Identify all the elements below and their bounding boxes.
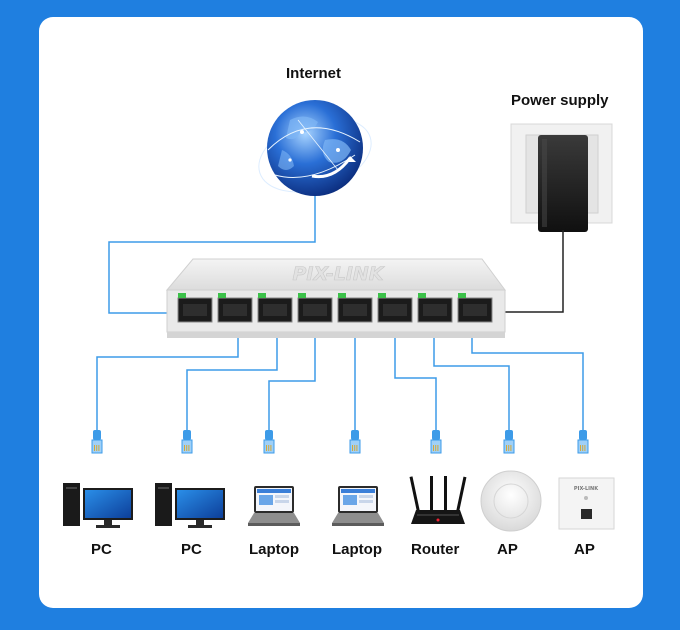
laptop-icon [248,486,300,526]
cable-ap-1 [433,322,510,430]
switch-ports [177,293,493,323]
internet-globe-icon [258,100,372,196]
switch-port [297,293,333,323]
router-icon [409,476,467,524]
port-led-icon [298,293,306,298]
switch-port [377,293,413,323]
switch-port [257,293,293,323]
wall-ap-icon: PIX-LINK [558,477,615,530]
internet-label: Internet [286,65,342,82]
device-label-pc-2: PC [181,541,202,558]
ap-brand-logo: PIX-LINK [574,486,599,492]
device-label-laptop-1: Laptop [249,541,299,558]
device-label-pc-1: PC [91,541,112,558]
cable-router [394,322,437,430]
switch-port [177,293,213,323]
port-led-icon [218,293,226,298]
device-label-router: Router [411,541,460,558]
switch-port [417,293,453,323]
device-label-ap-1: AP [497,541,518,558]
cable-pc-2 [186,322,278,430]
cable-ap-2 [471,322,584,430]
laptop-icon [332,486,384,526]
cable-internet [108,196,316,314]
port-led-icon [458,293,466,298]
power-supply-label: Power supply [511,92,609,109]
port-led-icon [418,293,426,298]
switch-brand-logo: PIX-LINK [292,263,384,285]
device-label-laptop-2: Laptop [332,541,382,558]
desktop-pc-icon [155,483,225,528]
cable-power [502,230,564,313]
rj45-plug-icon [577,430,589,454]
rj45-connectors [91,430,589,454]
rj45-plug-icon [430,430,442,454]
port-led-icon [258,293,266,298]
rj45-plug-icon [503,430,515,454]
cable-laptop-1 [268,322,316,430]
cable-pc-1 [96,322,239,430]
rj45-plug-icon [91,430,103,454]
switch-port [217,293,253,323]
rj45-plug-icon [263,430,275,454]
port-led-icon [378,293,386,298]
device-label-ap-2: AP [574,541,595,558]
rj45-plug-icon [181,430,193,454]
port-led-icon [338,293,346,298]
rj45-plug-icon [349,430,361,454]
power-socket-icon [510,123,613,232]
ceiling-ap-icon [480,470,542,532]
port-led-icon [178,293,186,298]
switch-port [337,293,373,323]
switch-port [457,293,493,323]
desktop-pc-icon [63,483,133,528]
ethernet-switch-icon [165,258,506,338]
